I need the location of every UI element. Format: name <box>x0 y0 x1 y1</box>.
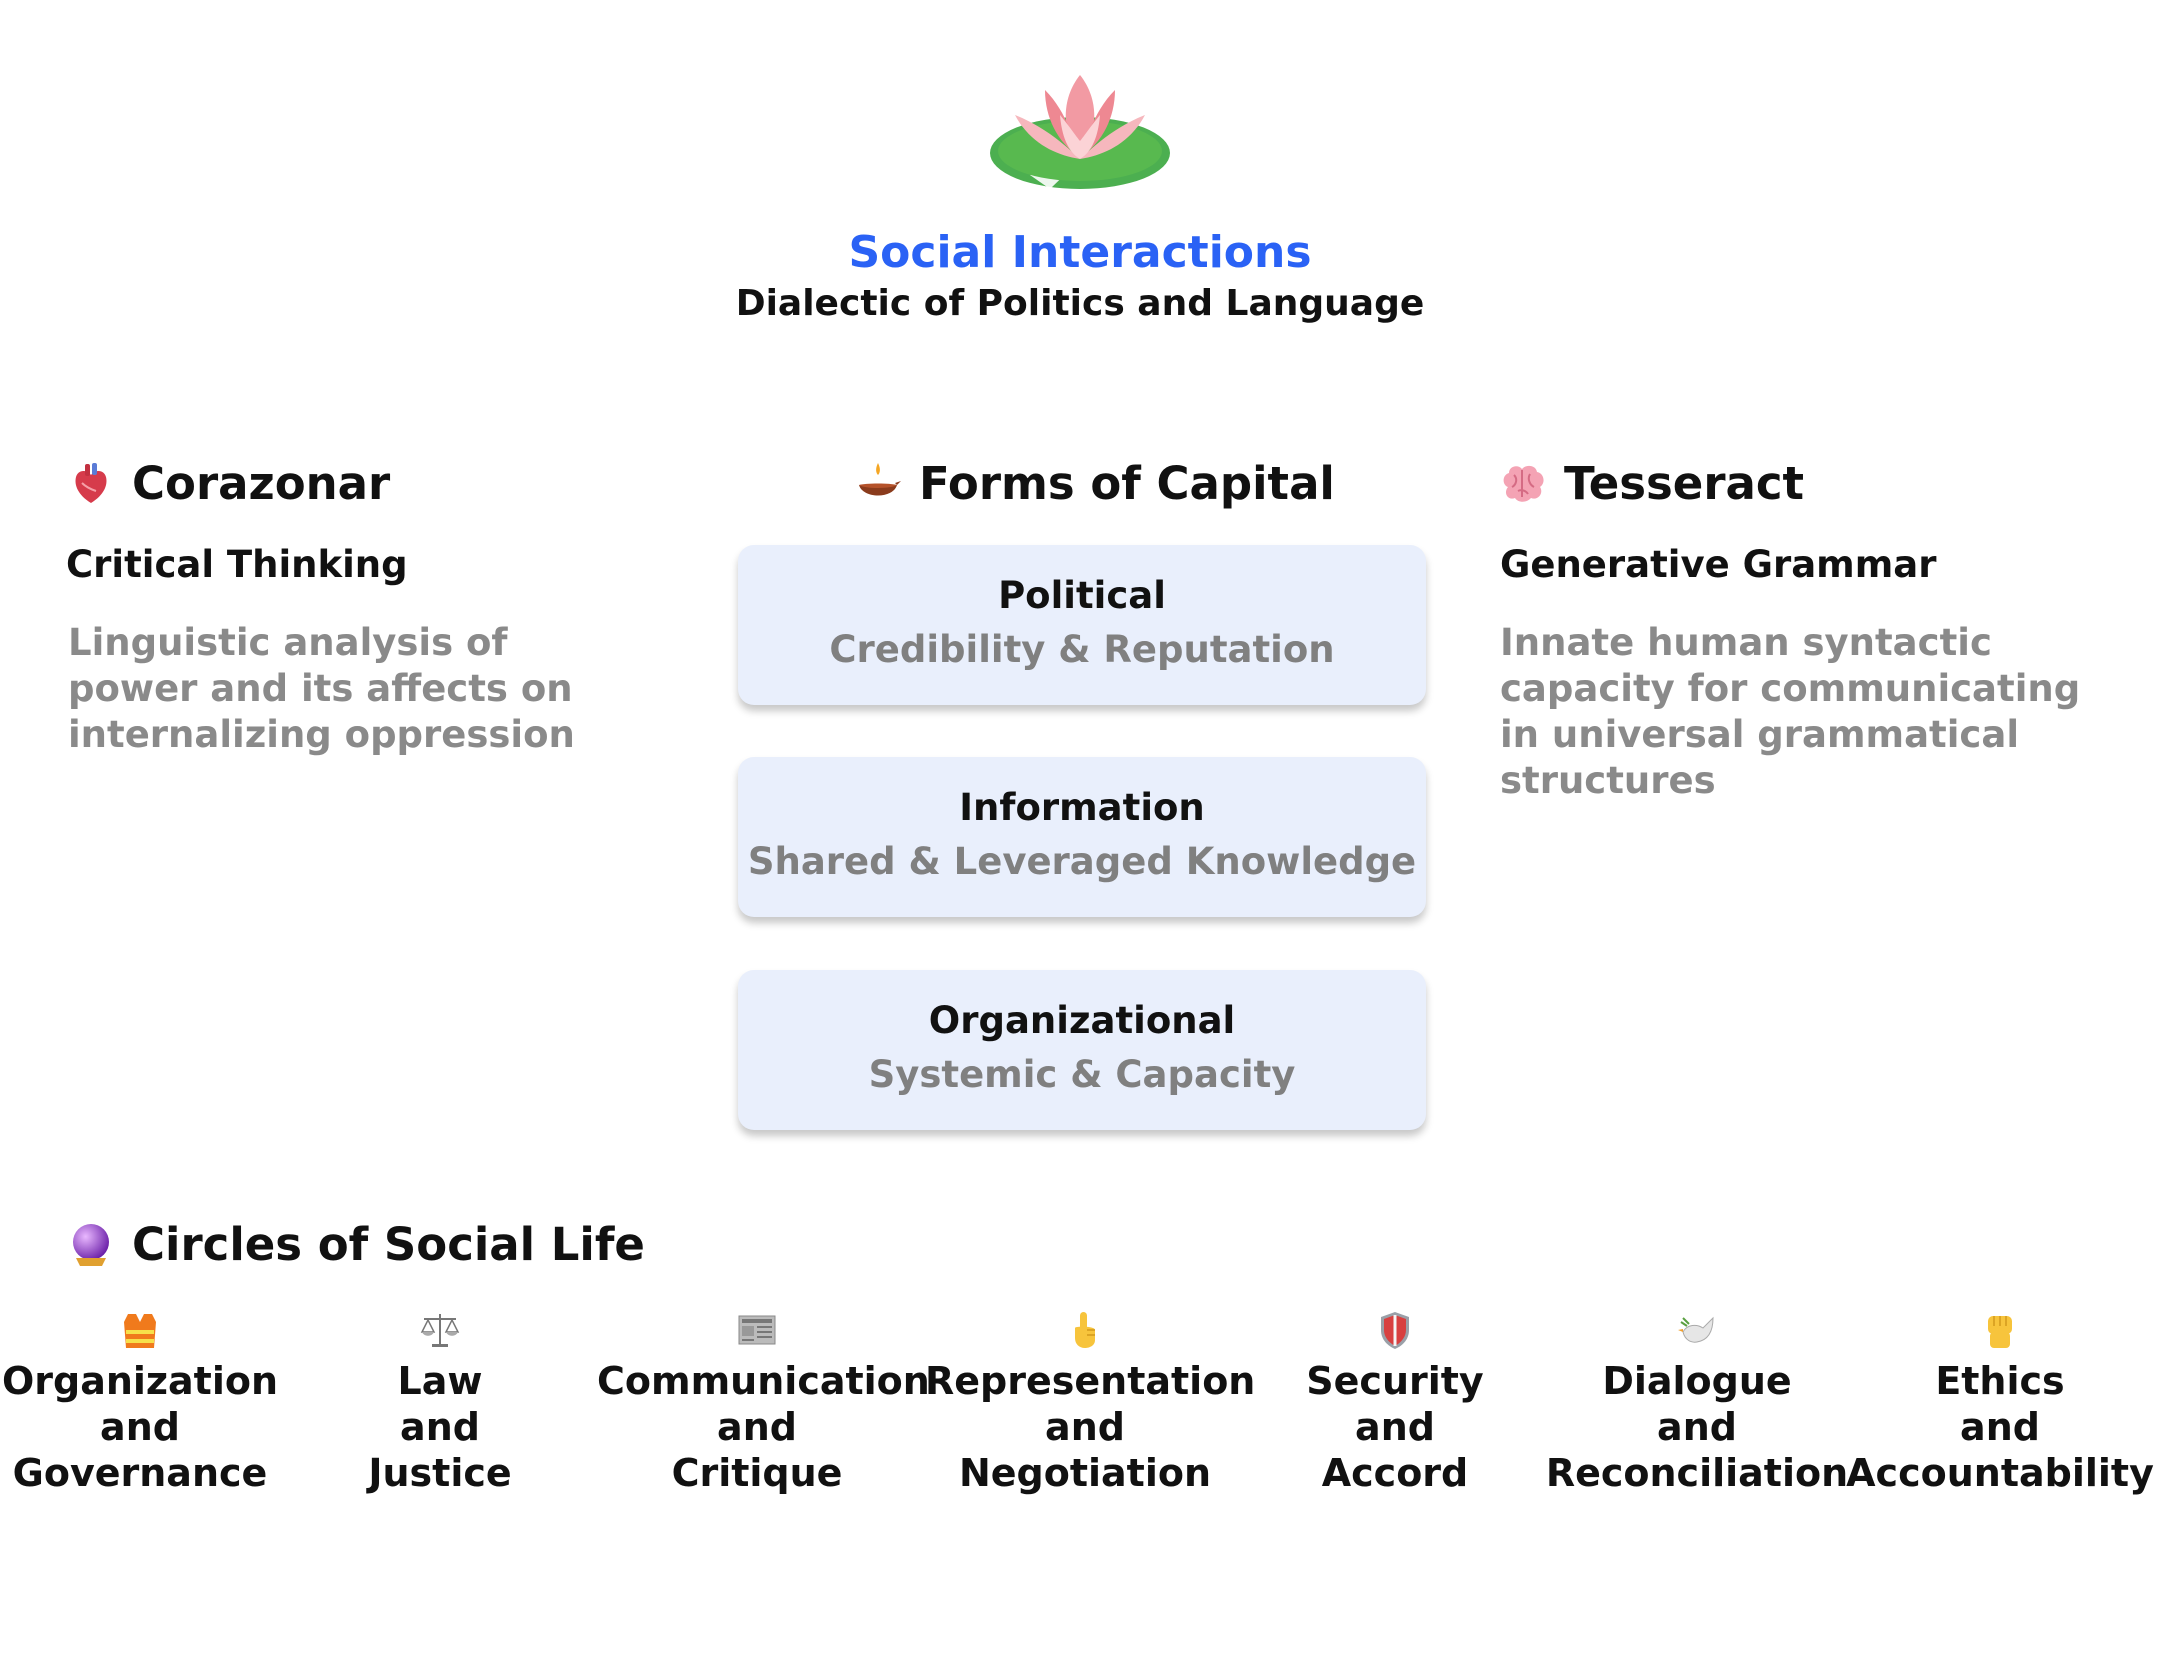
capital-card-subtitle: Systemic & Capacity <box>868 1053 1296 1096</box>
circle-item-line: and <box>1657 1405 1737 1449</box>
circle-item-line: Critique <box>671 1451 843 1495</box>
circle-item-line: Reconciliation <box>1545 1451 1849 1495</box>
circle-item-dialogue: Dialogue and Reconciliation <box>1537 1310 1857 1496</box>
corazonar-description: Linguistic analysis of power and its aff… <box>68 621 575 756</box>
lotus-icon <box>990 75 1170 189</box>
capital-card-title: Information <box>959 786 1205 829</box>
circle-item-ethics: Ethics and Accountability <box>1840 1310 2160 1496</box>
circle-item-line: and <box>1045 1405 1125 1449</box>
page-title: Social Interactions <box>848 227 1312 278</box>
circle-item-line: Communication <box>597 1359 930 1403</box>
pointing-up-icon <box>1075 1312 1095 1348</box>
newspaper-icon <box>738 1315 776 1345</box>
tesseract-heading-label: Tesseract <box>1564 457 1805 510</box>
circle-item-line: Negotiation <box>958 1451 1212 1495</box>
generative-grammar-label: Generative Grammar <box>1500 543 1937 586</box>
circles-heading: Circles of Social Life <box>68 1215 645 1275</box>
tesseract-heading: Tesseract <box>1500 454 1804 514</box>
capital-card-subtitle: Credibility & Reputation <box>829 628 1335 671</box>
capital-card-organizational: Organizational Systemic & Capacity <box>738 970 1426 1130</box>
safety-vest-icon <box>124 1314 156 1348</box>
circle-item-communication: Communication and Critique <box>597 1310 930 1496</box>
capital-card-political: Political Credibility & Reputation <box>738 545 1426 705</box>
capital-card-title: Organizational <box>928 999 1236 1042</box>
circle-item-line: Security <box>1306 1359 1484 1403</box>
corazonar-heading: Corazonar <box>68 454 390 514</box>
circle-item-line: Accord <box>1321 1451 1469 1495</box>
balance-scale-icon <box>420 1314 460 1347</box>
circles-heading-label: Circles of Social Life <box>132 1218 645 1271</box>
dove-icon <box>1678 1316 1714 1343</box>
circle-item-line: and <box>1355 1405 1435 1449</box>
circle-item-organization: Organization and Governance <box>0 1310 300 1496</box>
diya-lamp-icon <box>859 463 901 496</box>
circle-item-line: and <box>400 1405 480 1449</box>
circle-item-representation: Representation and Negotiation <box>925 1310 1256 1496</box>
page-subtitle: Dialectic of Politics and Language <box>735 283 1425 324</box>
circle-item-line: Law <box>397 1359 483 1403</box>
raised-fist-icon <box>1988 1316 2012 1348</box>
circle-item-line: Ethics <box>1935 1359 2065 1403</box>
circle-item-line: Dialogue <box>1602 1359 1792 1403</box>
shield-icon <box>1381 1312 1409 1349</box>
forms-of-capital-heading: Forms of Capital <box>855 454 1335 514</box>
capital-card-title: Political <box>998 574 1166 617</box>
circle-item-security: Security and Accord <box>1235 1310 1555 1496</box>
circle-item-line: Governance <box>12 1451 268 1495</box>
anatomical-heart-icon <box>75 463 107 503</box>
tesseract-description: Innate human syntactic capacity for comm… <box>1500 621 2081 802</box>
capital-card-information: Information Shared & Leveraged Knowledge <box>738 757 1426 917</box>
critical-thinking-label: Critical Thinking <box>66 543 408 586</box>
circle-item-line: Representation <box>925 1359 1256 1403</box>
circle-item-line: Accountability <box>1846 1451 2154 1495</box>
circle-item-law: Law and Justice <box>280 1310 600 1496</box>
forms-of-capital-heading-label: Forms of Capital <box>919 457 1335 510</box>
crystal-ball-icon <box>73 1224 109 1266</box>
capital-card-subtitle: Shared & Leveraged Knowledge <box>747 840 1417 883</box>
circle-item-line: and <box>717 1405 797 1449</box>
circle-item-line: Organization <box>1 1359 279 1403</box>
circle-item-line: Justice <box>368 1451 512 1495</box>
brain-icon <box>1503 465 1544 502</box>
circle-item-line: and <box>100 1405 180 1449</box>
circle-item-line: and <box>1960 1405 2040 1449</box>
corazonar-heading-label: Corazonar <box>132 457 391 510</box>
